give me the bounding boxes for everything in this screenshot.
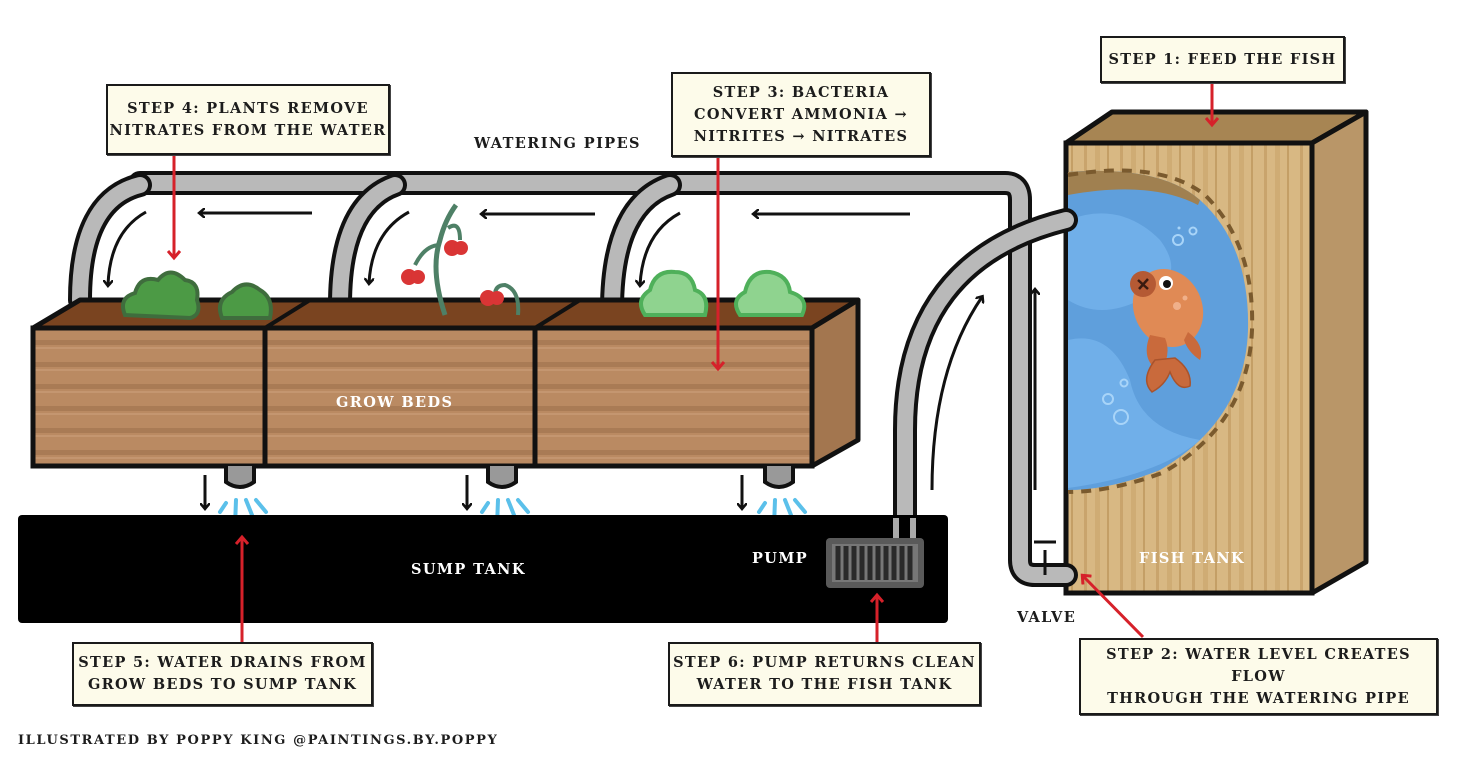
watering-pipes-label: WATERING PIPES	[474, 135, 641, 152]
step-arrows	[174, 82, 1212, 642]
cabbage-icon	[639, 269, 807, 317]
grow-bed-3	[532, 325, 815, 469]
bubble-icon	[1188, 226, 1198, 236]
illustration-credit: ILLUSTRATED BY POPPY KING @PAINTINGS.BY.…	[18, 733, 499, 748]
step-2-arrow-icon	[1083, 576, 1145, 639]
drain-3	[757, 466, 807, 528]
tomato-plant-icon	[401, 203, 521, 316]
step-3-callout: STEP 3: BACTERIA CONVERT AMMONIA → NITRI…	[671, 72, 931, 157]
flow-arrow-curved-icon	[369, 210, 410, 283]
flow-arrow-curved-icon	[108, 210, 147, 285]
goldfish-icon	[1130, 269, 1204, 393]
step-1-callout: STEP 1: FEED THE FISH	[1100, 36, 1345, 83]
flow-arrow-up-icon	[930, 297, 982, 491]
grow-bed-2	[262, 325, 538, 469]
lettuce-icon	[121, 270, 273, 321]
grow-bed-side	[809, 297, 861, 469]
return-pipe	[893, 208, 1078, 532]
grow-beds-label: GROW BEDS	[336, 394, 454, 411]
grow-beds	[30, 297, 861, 469]
step-2-callout: STEP 2: WATER LEVEL CREATES FLOW THROUGH…	[1079, 638, 1438, 715]
grow-bed-1	[30, 325, 268, 469]
valve-label: VALVE	[1017, 609, 1077, 626]
drain-2	[480, 466, 530, 528]
step-6-callout: STEP 6: PUMP RETURNS CLEAN WATER TO THE …	[668, 642, 981, 706]
water-surface	[1068, 170, 1200, 205]
fish-tank	[1063, 109, 1369, 596]
flow-arrow-curved-icon	[640, 211, 681, 285]
watering-pipes	[68, 171, 1078, 587]
drains	[218, 466, 807, 528]
drain-1	[218, 466, 268, 528]
fish-tank-label: FISH TANK	[1139, 550, 1246, 567]
valve-icon	[1034, 540, 1056, 575]
fish-tank-side	[1309, 109, 1369, 596]
bubble-icon	[1102, 393, 1114, 405]
step-4-callout: STEP 4: PLANTS REMOVE NITRATES FROM THE …	[106, 84, 390, 155]
sump-tank-label: SUMP TANK	[411, 561, 526, 578]
water-light-patch	[1068, 338, 1200, 488]
bubble-icon	[1172, 234, 1184, 246]
sump-tank	[18, 515, 948, 623]
step-5-callout: STEP 5: WATER DRAINS FROM GROW BEDS TO S…	[72, 642, 373, 706]
bubble-icon	[1113, 409, 1129, 425]
pump-label: PUMP	[752, 550, 809, 567]
bubble-icon	[1177, 226, 1181, 230]
bubble-icon	[1119, 378, 1129, 388]
pump-icon	[826, 518, 924, 588]
tank-dashed-outline	[1067, 168, 1255, 494]
flow-arrows	[108, 212, 1035, 508]
